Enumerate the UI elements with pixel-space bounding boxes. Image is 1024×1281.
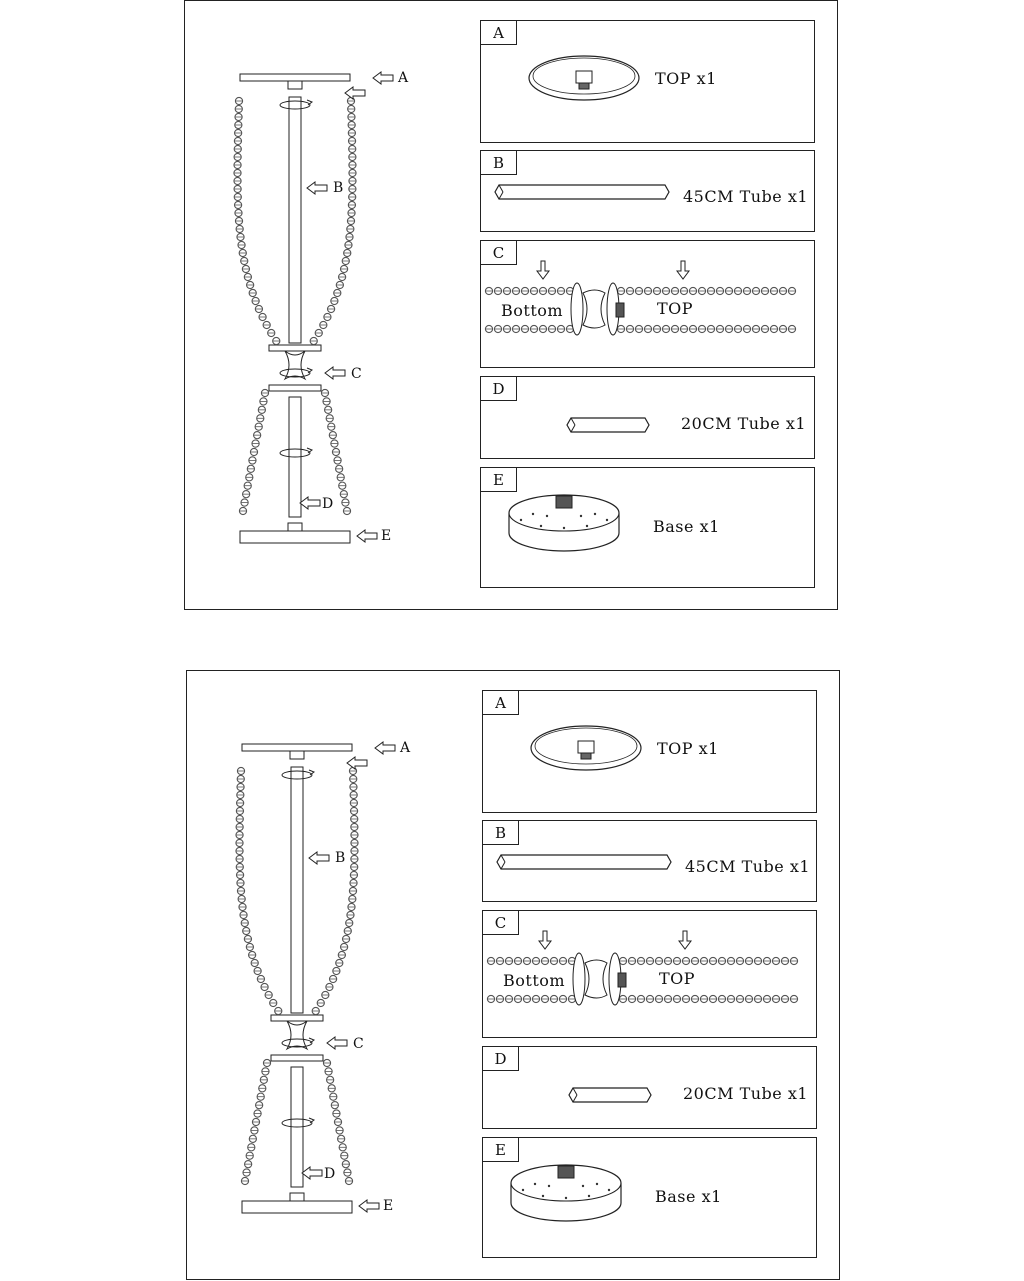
arrow-left-icon bbox=[308, 851, 330, 865]
part-box-e: E Base x1 bbox=[480, 467, 815, 588]
connector-plate-top bbox=[270, 1014, 324, 1022]
callout-c: C bbox=[351, 366, 362, 382]
part-label-d: 20CM Tube x1 bbox=[681, 414, 807, 433]
part-label-d: 20CM Tube x1 bbox=[683, 1084, 809, 1103]
part-letter-a: A bbox=[483, 691, 519, 715]
callout-a: A bbox=[400, 740, 411, 756]
arrow-left-icon bbox=[374, 741, 396, 755]
part-letter-c: C bbox=[481, 241, 517, 265]
callout-d: D bbox=[324, 1166, 336, 1182]
arrow-left-icon bbox=[324, 366, 346, 380]
part-letter-a: A bbox=[481, 21, 517, 45]
rotate-icon bbox=[279, 100, 311, 110]
stand-diagram bbox=[235, 741, 396, 1214]
top-cap bbox=[287, 80, 303, 90]
base-cap bbox=[287, 522, 303, 532]
part-box-c: C Bottom TOP bbox=[480, 240, 815, 368]
part-letter-c: C bbox=[483, 911, 519, 935]
part-box-b: B 45CM Tube x1 bbox=[480, 150, 815, 232]
connector-hub bbox=[285, 1020, 309, 1051]
arrow-left-icon bbox=[356, 529, 378, 543]
part-label-e: Base x1 bbox=[655, 1187, 722, 1206]
connector-plate-top bbox=[268, 344, 322, 352]
part-letter-d: D bbox=[481, 377, 517, 401]
top-cap bbox=[289, 750, 305, 760]
part-label-a: TOP x1 bbox=[657, 739, 719, 758]
part-label-c-top: TOP bbox=[659, 969, 696, 988]
part-letter-d: D bbox=[483, 1047, 519, 1071]
rotate-icon bbox=[281, 1118, 313, 1128]
part-box-d: D 20CM Tube x1 bbox=[482, 1046, 817, 1129]
connector-hub bbox=[283, 350, 307, 381]
connector-plate-bottom bbox=[270, 1054, 324, 1062]
assembly-panel-2: A B C D E A TOP x1 B 45CM Tube x1 C bbox=[186, 670, 840, 1280]
rotate-icon bbox=[281, 1038, 313, 1048]
callout-d: D bbox=[322, 496, 334, 512]
arrow-left-icon bbox=[301, 1166, 323, 1180]
callout-b: B bbox=[335, 850, 346, 866]
callout-c: C bbox=[353, 1036, 364, 1052]
part-label-c-top: TOP bbox=[657, 299, 694, 318]
part-label-c-bottom: Bottom bbox=[503, 971, 566, 990]
top-plate-icon bbox=[530, 725, 642, 771]
arrow-left-icon bbox=[358, 1199, 380, 1213]
part-label-b: 45CM Tube x1 bbox=[683, 187, 809, 206]
part-letter-b: B bbox=[483, 821, 519, 845]
callout-a: A bbox=[398, 70, 409, 86]
arrow-left-icon bbox=[326, 1036, 348, 1050]
part-letter-e: E bbox=[481, 468, 517, 492]
assembly-panel-1: A B C D E A TOP x1 B 45CM Tube x1 C bbox=[184, 0, 838, 610]
short-tube-icon bbox=[568, 1087, 652, 1103]
long-tube bbox=[288, 96, 302, 344]
long-tube-icon bbox=[496, 854, 672, 870]
callout-b: B bbox=[333, 180, 344, 196]
base-plate bbox=[241, 1200, 353, 1214]
base-plate bbox=[239, 530, 351, 544]
rotate-icon bbox=[281, 770, 313, 780]
bead-connector-icon bbox=[484, 260, 797, 336]
assembly-drawing bbox=[235, 741, 396, 1214]
top-plate bbox=[239, 73, 351, 82]
part-box-a: A TOP x1 bbox=[482, 690, 817, 813]
stand-diagram bbox=[233, 71, 394, 544]
part-box-b: B 45CM Tube x1 bbox=[482, 820, 817, 902]
rotate-icon bbox=[279, 368, 311, 378]
part-label-b: 45CM Tube x1 bbox=[685, 857, 811, 876]
part-label-c-bottom: Bottom bbox=[501, 301, 564, 320]
top-plate-icon bbox=[528, 55, 640, 101]
arrow-left-icon bbox=[299, 496, 321, 510]
base-cap bbox=[289, 1192, 305, 1202]
part-box-d: D 20CM Tube x1 bbox=[480, 376, 815, 459]
base-icon bbox=[508, 494, 620, 552]
part-box-a: A TOP x1 bbox=[480, 20, 815, 143]
bead-connector-icon bbox=[486, 930, 799, 1006]
arrow-left-icon bbox=[372, 71, 394, 85]
arrow-left-icon bbox=[344, 86, 366, 100]
part-box-e: E Base x1 bbox=[482, 1137, 817, 1258]
short-tube-icon bbox=[566, 417, 650, 433]
base-icon bbox=[510, 1164, 622, 1222]
connector-plate-bottom bbox=[268, 384, 322, 392]
part-letter-b: B bbox=[481, 151, 517, 175]
long-tube-icon bbox=[494, 184, 670, 200]
part-label-a: TOP x1 bbox=[655, 69, 717, 88]
callout-e: E bbox=[383, 1198, 394, 1214]
part-box-c: C Bottom TOP bbox=[482, 910, 817, 1038]
part-label-e: Base x1 bbox=[653, 517, 720, 536]
callout-e: E bbox=[381, 528, 392, 544]
top-plate bbox=[241, 743, 353, 752]
rotate-icon bbox=[279, 448, 311, 458]
assembly-drawing bbox=[233, 71, 394, 544]
arrow-left-icon bbox=[306, 181, 328, 195]
part-letter-e: E bbox=[483, 1138, 519, 1162]
arrow-left-icon bbox=[346, 756, 368, 770]
long-tube bbox=[290, 766, 304, 1014]
